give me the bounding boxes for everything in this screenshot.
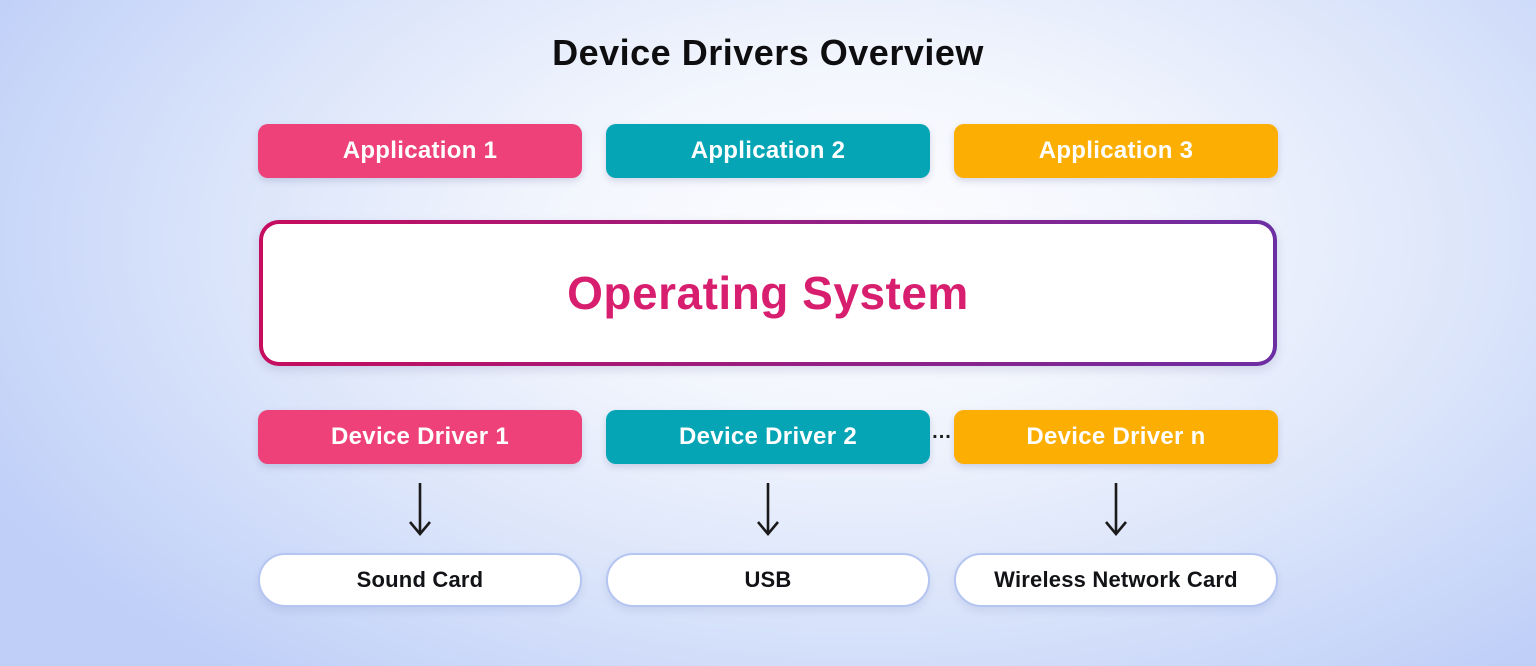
- device-driver-2-box: Device Driver 2: [606, 410, 930, 464]
- application-2-label: Application 2: [690, 137, 846, 164]
- page-title: Device Drivers Overview: [552, 32, 984, 73]
- hardware-box-sound-card: Sound Card: [258, 553, 582, 607]
- arrow-cell-1: [258, 479, 582, 539]
- application-3-box: Application 3: [954, 124, 1278, 178]
- hardware-row: Sound Card USB Wireless Network Card: [258, 553, 1278, 607]
- down-arrow-icon: [409, 483, 431, 537]
- down-arrow-icon: [1105, 483, 1127, 537]
- device-driver-1-box: Device Driver 1: [258, 410, 582, 464]
- applications-row: Application 1 Application 2 Application …: [258, 124, 1278, 178]
- arrows-row: [258, 479, 1278, 539]
- device-driver-n-box: Device Driver n: [954, 410, 1278, 464]
- drivers-ellipsis: ...: [932, 420, 952, 443]
- wireless-network-card-label: Wireless Network Card: [994, 567, 1238, 592]
- operating-system-box-inner: Operating System: [263, 224, 1273, 362]
- application-2-box: Application 2: [606, 124, 930, 178]
- device-driver-2-label: Device Driver 2: [679, 423, 857, 450]
- application-1-label: Application 1: [342, 137, 498, 164]
- hardware-box-wireless-network-card: Wireless Network Card: [954, 553, 1278, 607]
- down-arrow-icon: [757, 483, 779, 537]
- hardware-box-usb: USB: [606, 553, 930, 607]
- device-driver-1-label: Device Driver 1: [331, 423, 509, 450]
- device-driver-n-label: Device Driver n: [1026, 423, 1206, 450]
- operating-system-label: Operating System: [567, 267, 969, 319]
- application-1-box: Application 1: [258, 124, 582, 178]
- device-drivers-row: Device Driver 1 Device Driver 2 Device D…: [258, 410, 1278, 464]
- arrow-cell-3: [954, 479, 1278, 539]
- sound-card-label: Sound Card: [356, 567, 484, 592]
- operating-system-box: Operating System: [259, 220, 1277, 366]
- usb-label: USB: [744, 567, 792, 592]
- application-3-label: Application 3: [1038, 137, 1194, 164]
- arrow-cell-2: [606, 479, 930, 539]
